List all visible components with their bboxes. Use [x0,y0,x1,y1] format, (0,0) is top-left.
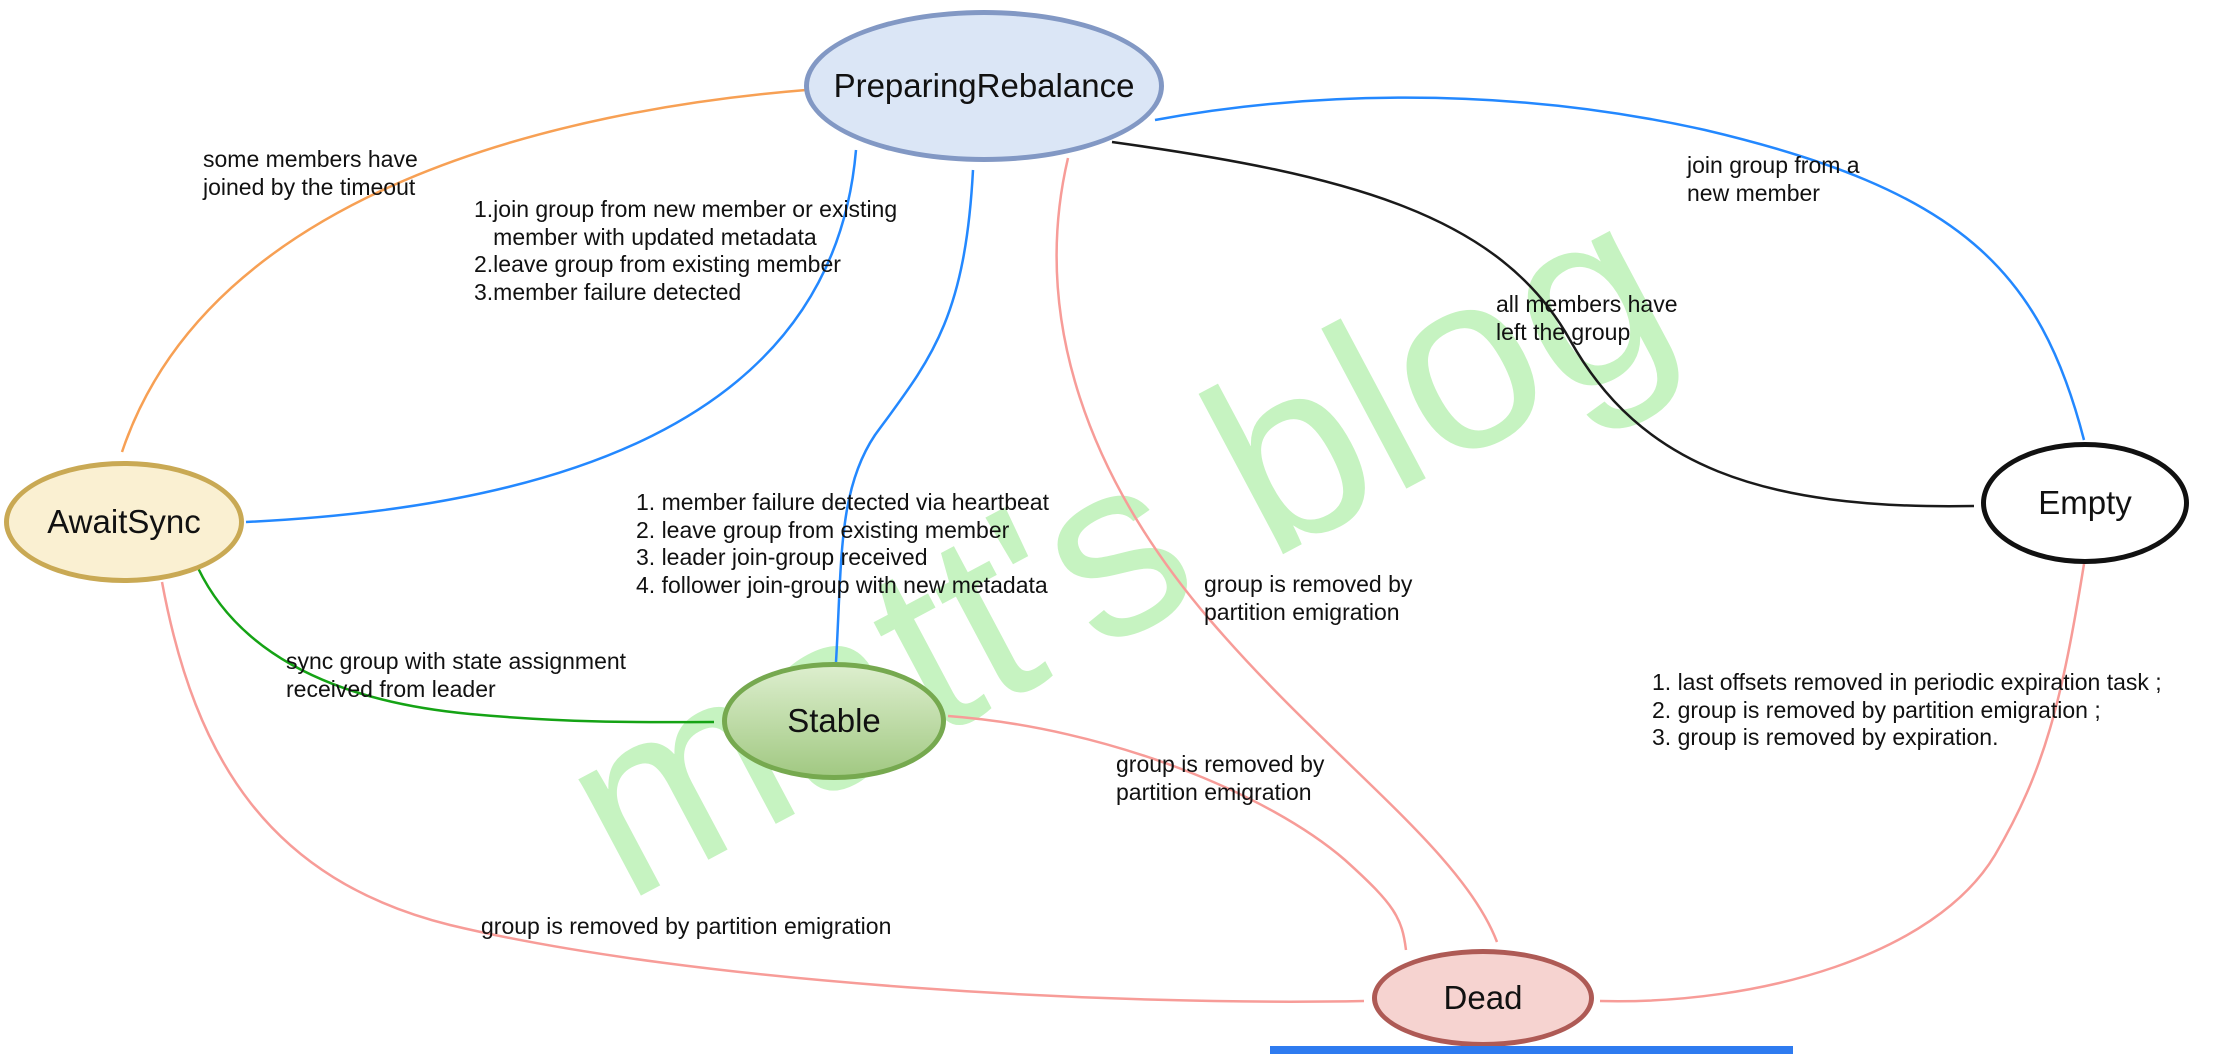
edge-label-awaitsync-to-pr: 1.join group from new member or existing… [474,196,898,305]
edge-label-empty-to-dead: 1. last offsets removed in periodic expi… [1652,669,2162,750]
edge-awaitsync-to-stable [196,567,715,724]
edge-awaitsync-to-dead [160,581,1365,1003]
edge-label-stable-to-dead: group is removed by partition emigration [1116,751,1325,805]
edge-label-awaitsync-to-stable: sync group with state assignment receive… [286,648,627,702]
edge-awaitsync-to-pr [245,149,858,524]
edge-empty-to-dead [1599,563,2086,1003]
node-stable-label: Stable [787,702,881,739]
node-preparing-rebalance-label: PreparingRebalance [833,67,1135,104]
node-await-sync: AwaitSync [4,461,244,583]
edge-label-awaitsync-to-dead: group is removed by partition emigration [481,913,892,939]
edge-label-stable-to-pr: 1. member failure detected via heartbeat… [636,489,1049,598]
edge-label-empty-to-pr: join group from a new member [1687,152,1860,206]
node-empty-label: Empty [2038,484,2132,521]
node-stable: Stable [722,662,946,780]
edge-pr-to-awaitsync [120,88,807,453]
edge-label-pr-to-empty: all members have left the group [1496,291,1678,345]
edge-label-pr-to-awaitsync: some members have joined by the timeout [203,146,418,200]
node-preparing-rebalance: PreparingRebalance [804,10,1164,162]
edge-pr-to-empty [1111,140,1975,508]
node-await-sync-label: AwaitSync [47,503,201,540]
edge-label-pr-to-dead: group is removed by partition emigration [1204,571,1413,625]
node-dead-label: Dead [1443,979,1523,1016]
edge-empty-to-pr [1154,96,2086,441]
bottom-selection-strip [1270,1046,1793,1054]
node-dead: Dead [1372,949,1594,1047]
node-empty: Empty [1981,442,2189,564]
edge-pr-to-dead [1055,157,1499,943]
edge-stable-to-dead [947,714,1408,951]
edge-stable-to-pr [834,169,975,663]
